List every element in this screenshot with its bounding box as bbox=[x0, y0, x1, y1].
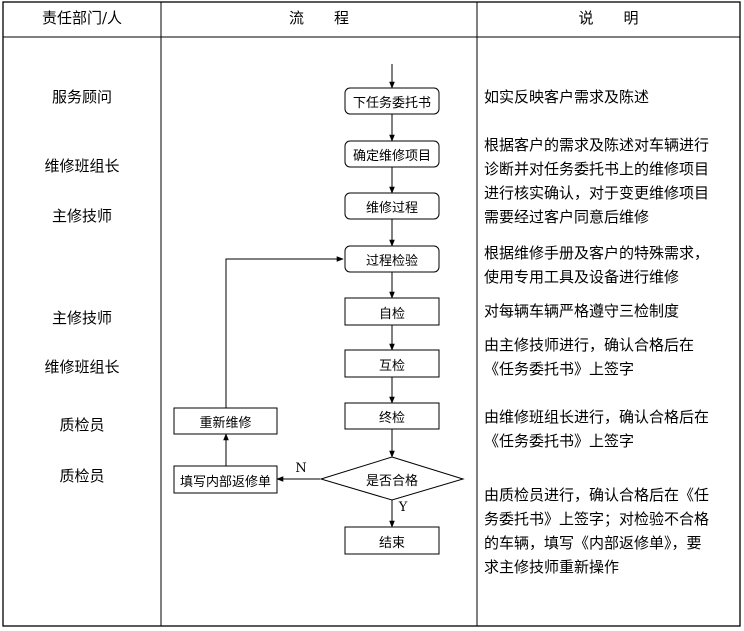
role-inspector-2: 质检员 bbox=[59, 467, 105, 485]
node-repair-process bbox=[344, 192, 440, 220]
description-line: 求主修技师重新操作 bbox=[484, 558, 620, 576]
edge-label-no: N bbox=[295, 461, 307, 476]
description-line: 由维修班组长进行，确认合格后在 bbox=[484, 408, 710, 426]
flow-connectors bbox=[223, 64, 395, 528]
description-line: 使用专用工具及设备进行维修 bbox=[484, 268, 680, 286]
description-line: 根据客户的需求及陈述对车辆进行 bbox=[484, 136, 710, 154]
label-self-check: 自检 bbox=[378, 307, 405, 322]
role-team-leader-2: 维修班组长 bbox=[44, 358, 120, 376]
node-self-check bbox=[344, 297, 440, 326]
description-line: 如实反映客户需求及陈述 bbox=[484, 88, 650, 106]
description-4: 对每辆车辆严格遵守三检制度 bbox=[484, 299, 738, 323]
node-final-check bbox=[344, 402, 440, 430]
header-description: 说 明 bbox=[578, 9, 639, 27]
role-lead-technician-2: 主修技师 bbox=[51, 309, 112, 327]
description-line: 进行核实确认，对于变更维修项目 bbox=[484, 184, 710, 202]
description-7: 由质检员进行，确认合格后在《任 务委托书》上签字；对检验不合格 的车辆，填写《内… bbox=[484, 483, 738, 579]
label-is-qualified: 是否合格 bbox=[365, 474, 418, 489]
label-process-inspection: 过程检验 bbox=[365, 254, 418, 269]
node-mutual-check bbox=[344, 349, 440, 378]
node-rework bbox=[173, 407, 278, 435]
role-team-leader: 维修班组长 bbox=[44, 157, 120, 175]
description-line: 对每辆车辆严格遵守三检制度 bbox=[484, 302, 680, 320]
description-line: 由质检员进行，确认合格后在《任 bbox=[484, 486, 710, 504]
header-process: 流 程 bbox=[288, 9, 349, 27]
description-line: 《任务委托书》上签字 bbox=[484, 360, 635, 378]
node-end bbox=[344, 526, 440, 555]
label-repair-process: 维修过程 bbox=[365, 201, 418, 216]
description-line: 需要经过客户同意后维修 bbox=[484, 208, 650, 226]
description-line: 务委托书》上签字；对检验不合格 bbox=[484, 510, 710, 528]
label-confirm-items: 确定维修项目 bbox=[352, 149, 431, 164]
node-confirm-items bbox=[344, 140, 440, 168]
description-2: 根据客户的需求及陈述对车辆进行 诊断并对任务委托书上的维修项目 进行核实确认，对… bbox=[484, 133, 738, 229]
label-final-check: 终检 bbox=[378, 411, 405, 426]
description-1: 如实反映客户需求及陈述 bbox=[484, 85, 738, 109]
description-line: 的车辆，填写《内部返修单》，要 bbox=[484, 534, 702, 552]
header-responsible: 责任部门/人 bbox=[41, 9, 123, 27]
label-end: 结束 bbox=[378, 536, 405, 551]
role-service-advisor: 服务顾问 bbox=[51, 88, 112, 106]
node-fill-return-form bbox=[173, 465, 278, 494]
description-3: 根据维修手册及客户的特殊需求， 使用专用工具及设备进行维修 bbox=[484, 241, 738, 289]
role-lead-technician: 主修技师 bbox=[51, 207, 112, 225]
label-mutual-check: 互检 bbox=[378, 359, 405, 374]
description-line: 《任务委托书》上签字 bbox=[484, 432, 635, 450]
node-is-qualified bbox=[319, 456, 465, 501]
node-process-inspection bbox=[344, 245, 440, 273]
label-rework: 重新维修 bbox=[199, 416, 252, 431]
description-line: 由主修技师进行，确认合格后在 bbox=[484, 336, 695, 354]
description-6: 由维修班组长进行，确认合格后在 《任务委托书》上签字 bbox=[484, 405, 738, 453]
description-5: 由主修技师进行，确认合格后在 《任务委托书》上签字 bbox=[484, 333, 738, 381]
description-line: 诊断并对任务委托书上的维修项目 bbox=[484, 160, 710, 178]
node-task-order bbox=[344, 87, 440, 115]
description-line: 根据维修手册及客户的特殊需求， bbox=[484, 244, 710, 262]
role-inspector: 质检员 bbox=[59, 416, 105, 434]
edge-label-yes: Y bbox=[398, 500, 408, 515]
label-fill-return-form: 填写内部返修单 bbox=[179, 475, 271, 490]
label-task-order: 下任务委托书 bbox=[352, 96, 431, 111]
